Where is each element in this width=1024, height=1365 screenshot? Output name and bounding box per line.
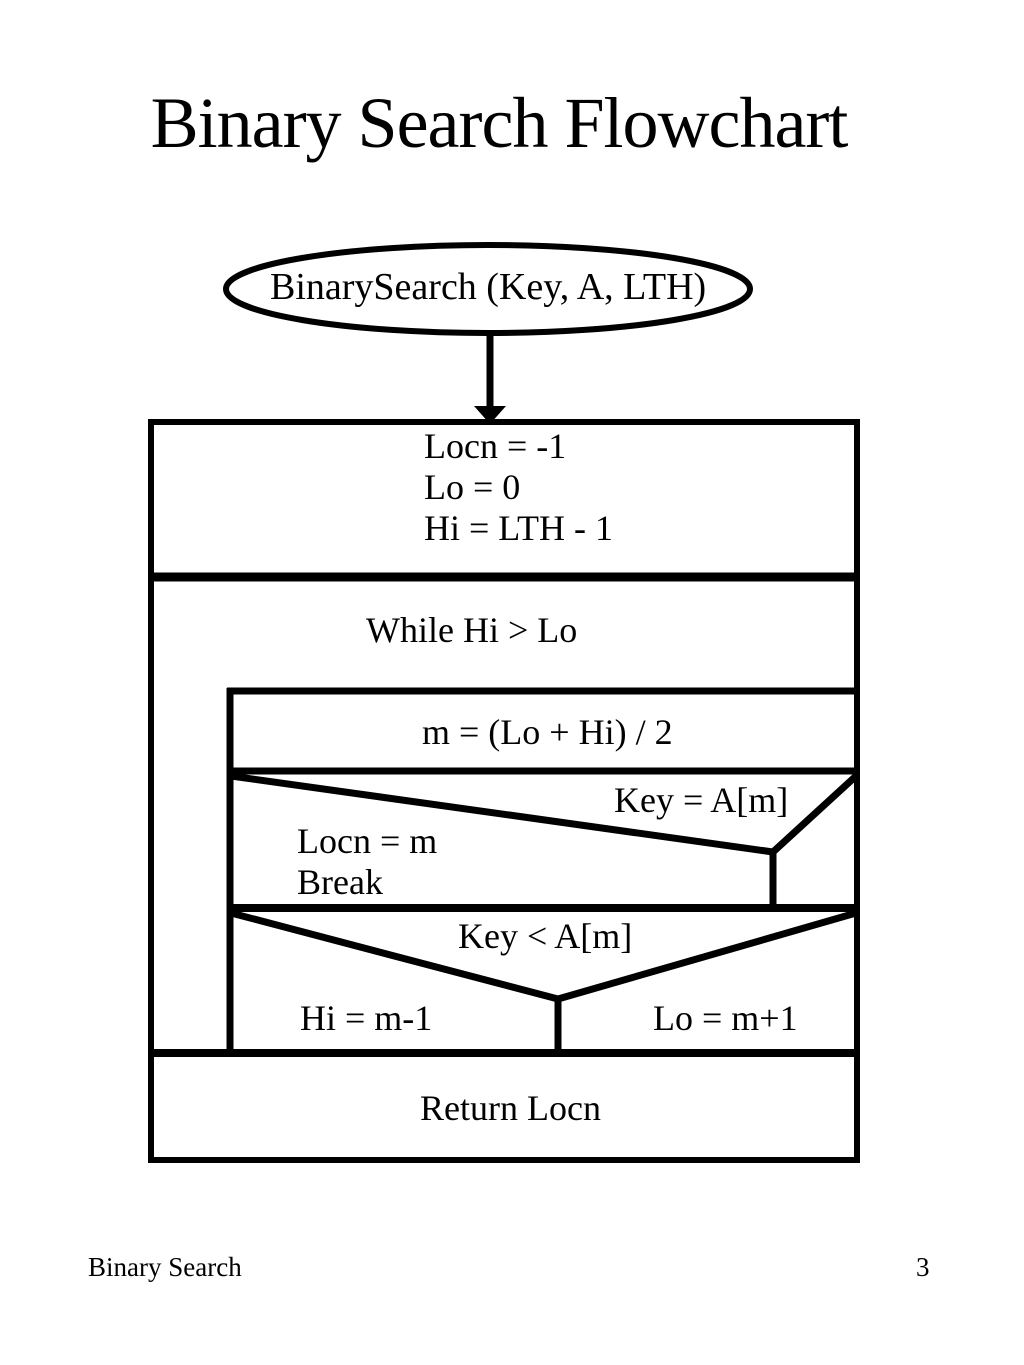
equal-body-line-2: Break	[297, 862, 383, 902]
cond-equal-label: Key = A[m]	[614, 780, 789, 820]
init-line-2: Lo = 0	[424, 467, 521, 507]
init-line-1: Locn = -1	[424, 426, 567, 466]
less-false-label: Lo = m+1	[653, 998, 798, 1038]
cond-equal-diagonal-left	[230, 772, 774, 856]
return-label: Return Locn	[420, 1088, 601, 1128]
start-label: BinarySearch (Key, A, LTH)	[270, 266, 707, 308]
footer-page-number: 3	[916, 1252, 930, 1282]
connector-arrow-head	[474, 406, 506, 424]
mid-assign-label: m = (Lo + Hi) / 2	[422, 712, 673, 752]
page-title: Binary Search Flowchart	[150, 83, 849, 163]
init-line-3: Hi = LTH - 1	[424, 508, 613, 548]
equal-body-line-1: Locn = m	[297, 821, 438, 861]
less-true-label: Hi = m-1	[300, 998, 433, 1038]
footer-title: Binary Search	[88, 1252, 242, 1282]
cond-less-label: Key < A[m]	[458, 916, 633, 956]
cond-equal-diagonal-right	[770, 773, 859, 855]
cond-less-diagonal-left	[230, 909, 559, 1003]
outer-box	[148, 419, 860, 1163]
while-label: While Hi > Lo	[366, 610, 578, 650]
cond-less-diagonal-right	[557, 909, 857, 1003]
